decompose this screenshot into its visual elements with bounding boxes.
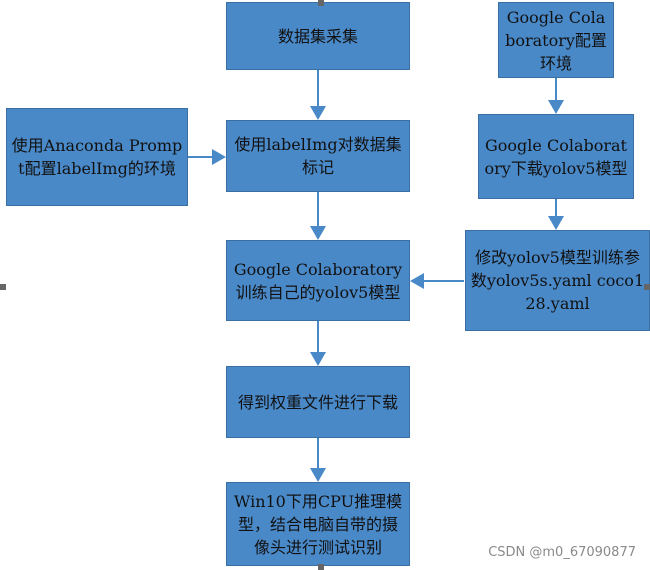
node-download-weights: 得到权重文件进行下载 [226, 366, 410, 438]
selection-handle[interactable] [318, 564, 324, 570]
selection-handle[interactable] [0, 284, 6, 290]
node-colab-train: Google Colaboratory训练自己的yolov5模型 [226, 240, 410, 321]
selection-handle[interactable] [318, 0, 324, 6]
selection-handle[interactable] [644, 284, 650, 290]
node-labelimg-annotate: 使用labelImg对数据集标记 [226, 120, 410, 192]
node-dataset-collect: 数据集采集 [226, 2, 410, 70]
watermark-text: CSDN @m0_67090877 [488, 545, 636, 560]
node-colab-env: Google Colaboratory配置环境 [498, 2, 614, 78]
node-anaconda-config: 使用Anaconda Prompt配置labelImg的环境 [6, 108, 188, 206]
node-cpu-inference: Win10下用CPU推理模型，结合电脑自带的摄像头进行测试识别 [226, 482, 410, 566]
node-colab-download: Google Colaboratory下载yolov5模型 [478, 114, 634, 199]
node-modify-params: 修改yolov5模型训练参数yolov5s.yaml coco128.yaml [465, 230, 650, 331]
